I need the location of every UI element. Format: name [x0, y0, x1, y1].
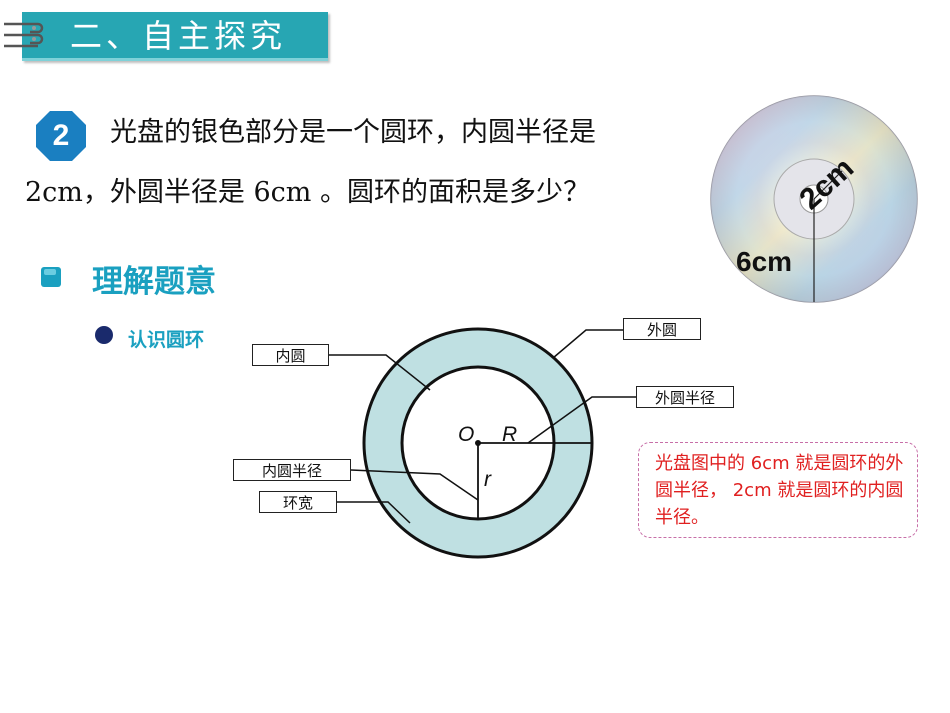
- label-inner-radius: 内圆半径: [233, 459, 351, 481]
- label-outer-circle: 外圆: [623, 318, 701, 340]
- question-text-line1: 光盘的银色部分是一个圆环，内圆半径是: [110, 117, 596, 148]
- outer-radius-symbol: R: [502, 423, 517, 446]
- section-title: 理解题意: [92, 264, 216, 300]
- note-text: 光盘图中的 6cm 就是圆环的外圆半径， 2cm 就是圆环的内圆半径。: [655, 453, 904, 528]
- inner-radius-symbol: r: [484, 468, 492, 491]
- question-number: 2: [52, 119, 70, 152]
- subtitle-bullet: [95, 326, 113, 344]
- section-subtitle: 认识圆环: [128, 329, 205, 351]
- section-header-title: 二、自主探究: [70, 17, 287, 55]
- question-text-line2: 2cm，外圆半径是 6cm 。圆环的面积是多少？: [25, 177, 590, 208]
- cd-outer-radius-label: 6cm: [736, 246, 792, 277]
- header-tab: [22, 12, 328, 61]
- cd-image: 2cm 6cm: [710, 95, 918, 303]
- note-box: [638, 442, 918, 538]
- question-number-badge: [36, 111, 86, 161]
- center-label: O: [458, 423, 474, 446]
- label-outer-radius: 外圆半径: [636, 386, 734, 408]
- center-point: [475, 440, 481, 446]
- label-inner-circle: 内圆: [252, 344, 329, 366]
- label-ring-width: 环宽: [259, 491, 337, 513]
- section-bullet-icon: [41, 267, 61, 287]
- binder-rings-icon: [4, 22, 44, 48]
